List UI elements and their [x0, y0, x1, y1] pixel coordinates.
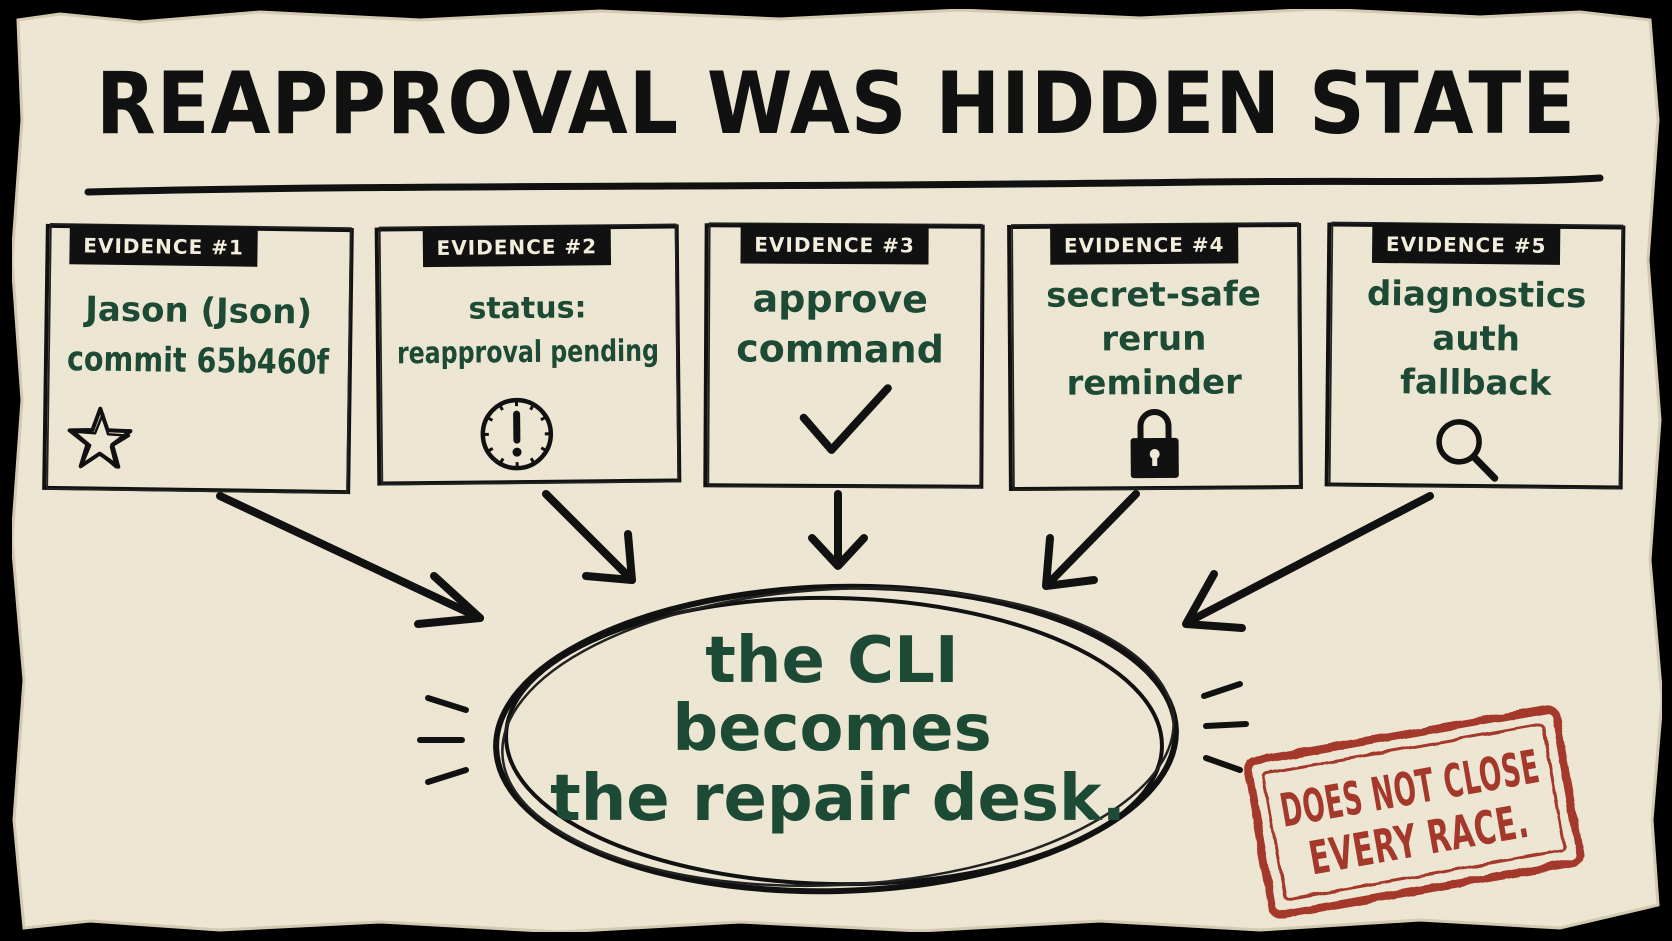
evidence-line-1: approve [752, 277, 928, 322]
evidence-tag-label: EVIDENCE #5 [1386, 232, 1547, 258]
emphasis-lines-right [1201, 681, 1249, 773]
center-line-1: the CLI [705, 624, 958, 698]
evidence-line-3: fallback [1400, 362, 1553, 404]
evidence-tag-label: EVIDENCE #4 [1064, 233, 1225, 258]
central-ellipse-sketch [501, 586, 1175, 888]
evidence-tag-label: EVIDENCE #2 [436, 234, 597, 260]
central-ellipse-inner [504, 595, 1164, 887]
evidence-line-1: secret-safe [1046, 274, 1261, 315]
arrow-from-evidence-2-head [582, 530, 636, 584]
evidence-tag-background [740, 223, 929, 265]
stamp-border-outer [1244, 705, 1584, 919]
stamp-border-inner [1262, 723, 1566, 901]
evidence-line-2: auth [1432, 319, 1520, 360]
evidence-tag-background [69, 224, 258, 267]
arrow-from-evidence-4-head [1042, 534, 1098, 590]
arrow-from-evidence-5-head [1182, 570, 1246, 632]
title-group: REAPPROVAL WAS HIDDEN STATE [84, 54, 1604, 196]
center-line-2: becomes [672, 692, 991, 766]
evidence-tag-background [1050, 223, 1239, 265]
evidence-line-2: commit 65b460f [67, 339, 331, 383]
center-line-3: the repair desk. [550, 762, 1126, 836]
checkmark-icon [799, 384, 892, 454]
magnifier-icon [1436, 419, 1499, 482]
lock-icon [1130, 409, 1179, 479]
central-conclusion: the CLI becomes the repair desk. [417, 583, 1249, 895]
page-title: REAPPROVAL WAS HIDDEN STATE [96, 54, 1576, 154]
evidence-line-1: status: [468, 290, 586, 326]
arrows-group [216, 490, 1434, 632]
arrow-from-evidence-3-head [808, 534, 868, 570]
star-icon [67, 406, 133, 469]
evidence-tag-background [1371, 222, 1561, 265]
evidence-tag-background [422, 225, 612, 268]
evidence-line-3: reminder [1066, 362, 1242, 403]
evidence-card-2: EVIDENCE #2 status: reapproval pending [374, 223, 682, 486]
arrow-from-evidence-5 [1184, 492, 1434, 626]
evidence-line-2: reapproval pending [397, 334, 659, 372]
evidence-line-1: Jason (Json) [83, 289, 312, 332]
arrow-from-evidence-4 [1044, 490, 1140, 588]
central-ellipse-outer [493, 583, 1179, 895]
arrow-from-evidence-2 [542, 490, 636, 584]
evidence-line-2: rerun [1101, 319, 1206, 360]
evidence-tag-label: EVIDENCE #3 [754, 233, 915, 258]
title-underline [84, 174, 1604, 196]
evidence-card-1: EVIDENCE #1 Jason (Json) commit 65b460f [42, 223, 354, 495]
clock-alert-icon [480, 397, 554, 471]
evidence-line-1: diagnostics [1367, 274, 1587, 316]
evidence-tag-label: EVIDENCE #1 [83, 233, 244, 259]
emphasis-lines-left [417, 695, 469, 785]
arrow-from-evidence-1-head [414, 572, 484, 628]
arrow-from-evidence-1 [216, 492, 484, 622]
evidence-line-2: command [736, 326, 944, 371]
